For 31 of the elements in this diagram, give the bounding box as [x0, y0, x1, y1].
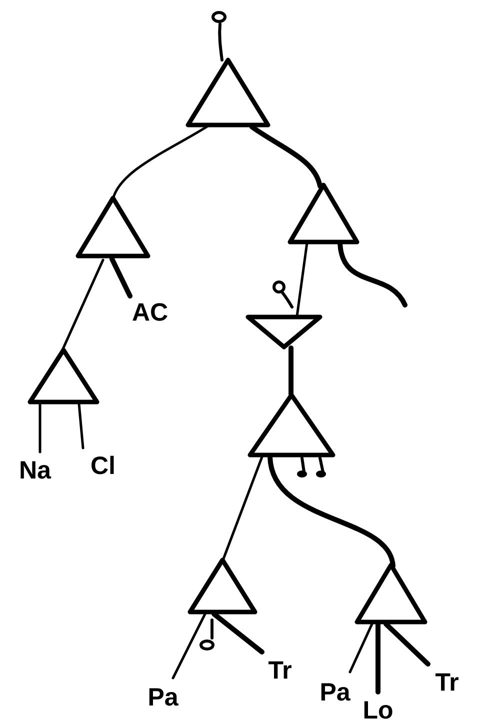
- connector-line: [60, 258, 104, 352]
- connector-line: [384, 622, 430, 666]
- connector-line: [250, 124, 322, 188]
- connector-line: [296, 242, 308, 318]
- triangle: [188, 558, 258, 614]
- triangle: [248, 392, 336, 458]
- connector-line: [268, 454, 396, 568]
- node-label: Pa: [149, 688, 178, 706]
- triangle: [354, 562, 428, 624]
- node-label: Lo: [364, 701, 392, 719]
- connector-line: [172, 612, 206, 680]
- connector-line: [222, 456, 264, 562]
- node-label: Cl: [92, 456, 114, 474]
- node-label: Na: [20, 461, 52, 479]
- connector-line: [212, 612, 264, 654]
- connector-line: [348, 622, 374, 674]
- node-label: AC: [132, 303, 168, 321]
- node-label: Tr: [268, 661, 292, 679]
- triangle: [246, 314, 322, 350]
- triangle: [28, 348, 100, 404]
- connector-line: [38, 402, 42, 454]
- triangle: [288, 182, 360, 244]
- connector-line: [288, 346, 294, 396]
- connector-line: [110, 256, 132, 298]
- triangle: [186, 58, 270, 128]
- triangle: [76, 196, 150, 258]
- connector-line: [376, 622, 380, 694]
- connector-line: [78, 402, 84, 450]
- node-label: Pa: [321, 683, 350, 701]
- connector-line: [112, 124, 210, 200]
- node-label: Tr: [435, 673, 458, 691]
